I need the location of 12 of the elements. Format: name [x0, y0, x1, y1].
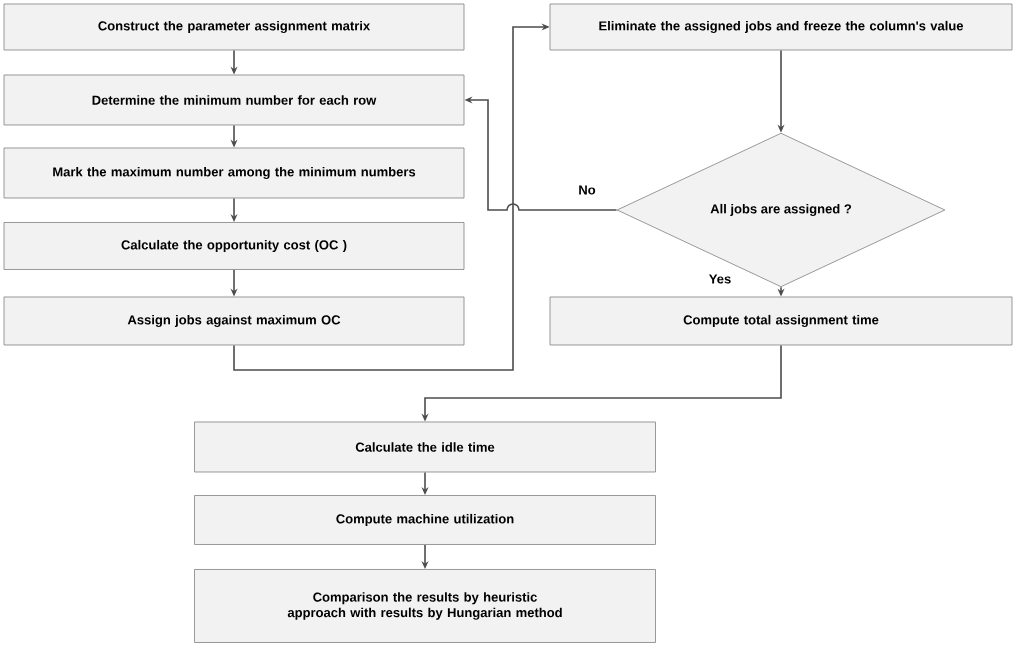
- process-box: Compute machine utilization: [194, 495, 656, 545]
- process-box: Compute total assignment time: [549, 296, 1013, 346]
- process-box: Determine the minimum number for each row: [3, 74, 465, 126]
- process-box: Construct the parameter assignment matrix: [3, 3, 465, 51]
- edge-label: No: [577, 184, 597, 196]
- process-box: Assign jobs against maximum OC: [3, 296, 465, 346]
- process-box: Comparison the results by heuristic approach with results by Hungarian method: [194, 569, 656, 643]
- edge-label: Yes: [707, 273, 733, 285]
- process-box: Mark the maximum number among the minimum numbers: [3, 147, 465, 199]
- process-box: Eliminate the assigned jobs and freeze the column's value: [549, 3, 1013, 51]
- process-box: Calculate the idle time: [194, 421, 656, 473]
- process-box: Calculate the opportunity cost (OC ): [3, 222, 465, 270]
